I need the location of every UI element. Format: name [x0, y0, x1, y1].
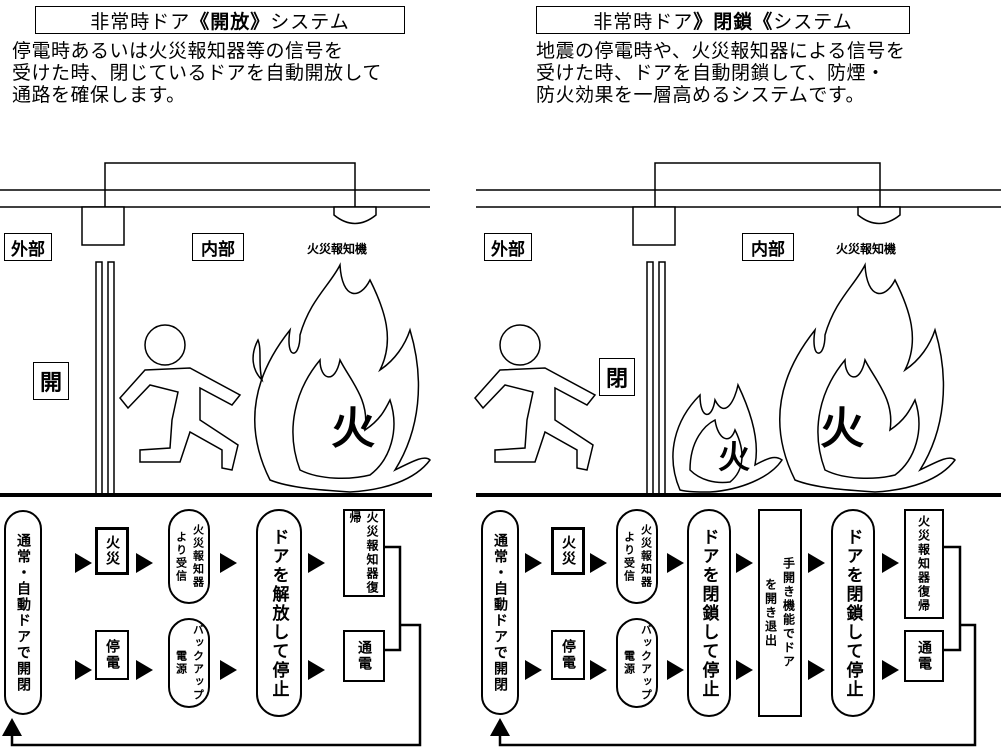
right-flow-backup: バックアップ 電源	[616, 618, 658, 708]
left-title-mark: 《開放》	[190, 10, 271, 33]
right-flow-backup-line: 電源	[622, 650, 636, 676]
left-detector-label: 火災報知機	[307, 242, 368, 256]
right-flow-action2: ドアを閉鎖して停止	[831, 509, 875, 717]
left-description: 停電時あるいは火災報知器等の信号を 受けた時、閉じているドアを自動開放して 通路…	[12, 40, 382, 106]
right-flow-fire-text: 火災	[560, 535, 576, 567]
right-flow-receive-line: より受信	[622, 530, 636, 583]
right-flow-action2-text: ドアを閉鎖して停止	[842, 527, 863, 699]
left-desc-line: 通路を確保します。	[12, 84, 186, 106]
right-flow-receive: 火災報知器 より受信	[616, 509, 658, 604]
left-flow-receive-line: 火災報知器	[191, 524, 205, 589]
right-door-state: 閉	[599, 358, 635, 396]
left-flow-outage-text: 停電	[104, 639, 120, 671]
left-flow-backup-line: バックアップ	[191, 624, 205, 702]
left-flow-action-text: ドアを解放して停止	[268, 527, 289, 699]
right-flow-outage: 停電	[551, 630, 585, 680]
left-flow-receive: 火災報知器 より受信	[168, 509, 210, 604]
right-flow-backup-line: バックアップ	[639, 624, 653, 702]
right-title-mark: 》閉鎖《	[693, 10, 774, 33]
right-flow-manual-line: 手開き機能でドア	[781, 557, 796, 669]
right-desc-line: 地震の停電時や、火災報知器による信号を	[536, 40, 906, 62]
right-flow-power-text: 通電	[916, 640, 932, 672]
left-flow-backup-line: 電源	[174, 650, 188, 676]
left-desc-line: 停電時あるいは火災報知器等の信号を	[12, 40, 344, 62]
right-detector-label: 火災報知機	[836, 242, 897, 256]
left-flow-receive-line: より受信	[174, 530, 188, 583]
right-flow-manual: 手開き機能でドア を開き退出	[758, 509, 802, 717]
right-desc-line: 受けた時、ドアを自動閉鎖して、防煙・	[536, 62, 886, 84]
left-inside-label: 内部	[192, 233, 244, 261]
right-inside-label: 内部	[742, 233, 794, 261]
right-title: 非常時ドア 》閉鎖《 システム	[536, 6, 910, 34]
left-flow-start-text: 通常・自動ドアで開閉	[15, 532, 31, 693]
right-title-pre: 非常時ドア	[593, 10, 694, 33]
right-flow-fire: 火災	[551, 527, 585, 575]
left-desc-line: 受けた時、閉じているドアを自動開放して	[12, 62, 382, 84]
left-flow-power: 通電	[343, 630, 385, 682]
right-flow-action1-text: ドアを閉鎖して停止	[698, 527, 719, 699]
right-flow-start: 通常・自動ドアで開閉	[481, 510, 519, 715]
right-flow-power: 通電	[904, 630, 944, 682]
left-flow-fire: 火災	[95, 527, 129, 575]
left-flow-fire-text: 火災	[104, 535, 120, 567]
right-small-fire-char: 火	[718, 438, 751, 476]
left-flow-backup: バックアップ 電源	[168, 618, 210, 708]
left-fire-char: 火	[331, 403, 375, 454]
right-desc-line: 防火効果を一層高めるシステムです。	[536, 84, 866, 106]
right-flow-manual-line: を開き退出	[763, 578, 778, 648]
left-title: 非常時ドア 《開放》 システム	[35, 6, 405, 34]
left-door-state: 開	[33, 362, 69, 400]
right-fire-char: 火	[820, 403, 864, 454]
left-flow-power-text: 通電	[356, 640, 372, 672]
right-flow-receive-line: 火災報知器	[639, 524, 653, 589]
left-flow-start: 通常・自動ドアで開閉	[4, 510, 42, 715]
right-title-post: システム	[773, 10, 853, 33]
right-flow-restore: 火災報知器復帰	[904, 509, 944, 619]
left-outside-label: 外部	[4, 233, 52, 261]
right-flow-action1: ドアを閉鎖して停止	[687, 509, 731, 717]
left-flow-restore: 火災報知器復帰	[343, 509, 385, 597]
right-flow-restore-text: 火災報知器復帰	[916, 515, 931, 613]
right-description: 地震の停電時や、火災報知器による信号を 受けた時、ドアを自動閉鎖して、防煙・ 防…	[536, 40, 905, 106]
right-outside-label: 外部	[484, 233, 532, 261]
left-title-pre: 非常時ドア	[90, 10, 191, 33]
left-flow-outage: 停電	[95, 630, 129, 680]
left-flow-action: ドアを解放して停止	[256, 509, 302, 717]
left-flow-restore-text: 火災報知器復帰	[348, 511, 379, 595]
left-title-post: システム	[270, 10, 350, 33]
right-flow-outage-text: 停電	[560, 639, 576, 671]
right-flow-start-text: 通常・自動ドアで開閉	[492, 532, 508, 693]
